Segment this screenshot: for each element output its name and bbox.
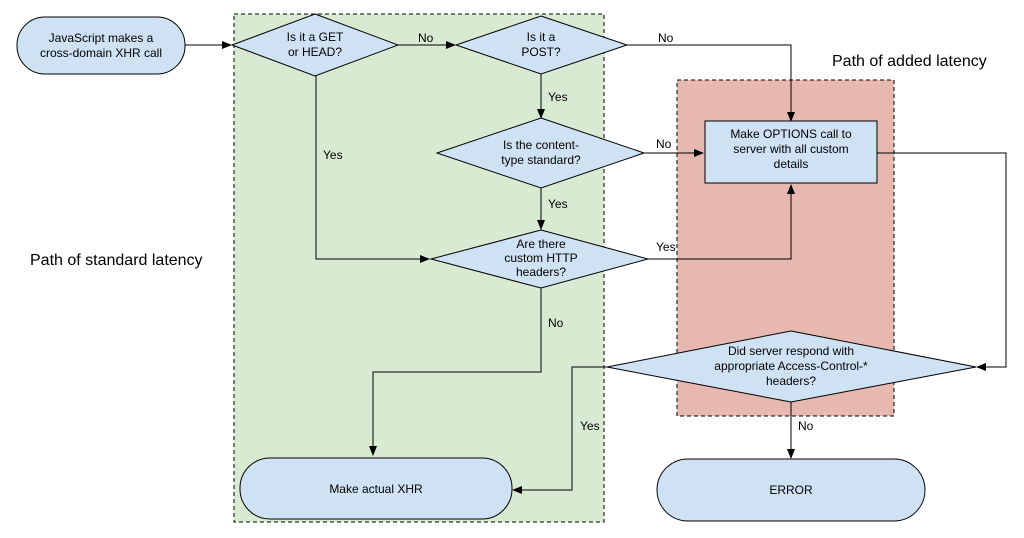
server-respond-decision: Did server respond with appropriate Acce… bbox=[606, 330, 977, 403]
post-yes-label: Yes bbox=[548, 90, 568, 104]
get-head-decision: Is it a GET or HEAD? bbox=[230, 13, 400, 77]
make-xhr-node-label: Make actual XHR bbox=[329, 482, 423, 496]
content-yes-label: Yes bbox=[548, 197, 568, 211]
content-type-decision-line-2: type standard? bbox=[501, 153, 581, 167]
options-call-node-line-2: server with all custom bbox=[733, 142, 848, 156]
edge-server-yes-to-xhr bbox=[512, 366, 607, 494]
headers-no-label: No bbox=[548, 316, 564, 330]
options-call-node-line-1: Make OPTIONS call to bbox=[730, 127, 852, 141]
custom-headers-decision: Are there custom HTTP headers? bbox=[429, 229, 650, 289]
post-decision-line-2: POST? bbox=[521, 45, 561, 59]
content-type-decision-line-1: Is the content- bbox=[503, 138, 579, 152]
standard-latency-label: Path of standard latency bbox=[30, 252, 203, 269]
start-node-line-1: JavaScript makes a bbox=[49, 31, 154, 45]
content-type-decision: Is the content- type standard? bbox=[435, 117, 646, 189]
server-respond-decision-line-3: headers? bbox=[766, 374, 816, 388]
custom-headers-decision-line-3: headers? bbox=[516, 265, 566, 279]
custom-headers-decision-line-1: Are there bbox=[516, 237, 566, 251]
content-no-label: No bbox=[656, 137, 672, 151]
options-call-node-line-3: details bbox=[774, 157, 809, 171]
options-call-node: Make OPTIONS call to server with all cus… bbox=[704, 120, 878, 184]
added-latency-label: Path of added latency bbox=[832, 53, 987, 70]
edge-get-yes-to-headers bbox=[315, 76, 430, 263]
get-head-decision-line-1: Is it a GET bbox=[287, 30, 344, 44]
custom-headers-decision-line-2: custom HTTP bbox=[504, 251, 577, 265]
get-no-label: No bbox=[418, 31, 434, 45]
get-yes-label: Yes bbox=[323, 148, 343, 162]
make-xhr-node: Make actual XHR bbox=[239, 457, 513, 520]
edge-options-to-server bbox=[877, 152, 1007, 371]
headers-yes-label: Yes bbox=[656, 240, 676, 254]
server-yes-label: Yes bbox=[580, 419, 600, 433]
edge-post-no-to-options bbox=[627, 44, 795, 122]
error-node-label: ERROR bbox=[769, 483, 813, 497]
get-head-decision-line-2: or HEAD? bbox=[288, 45, 342, 59]
edge-headers-yes-to-options bbox=[648, 184, 795, 260]
post-decision: Is it a POST? bbox=[454, 15, 629, 75]
post-decision-line-1: Is it a bbox=[527, 30, 556, 44]
error-node: ERROR bbox=[656, 458, 926, 522]
server-respond-decision-line-1: Did server respond with bbox=[728, 344, 854, 358]
start-node: JavaScript makes a cross-domain XHR call bbox=[16, 16, 186, 75]
server-respond-decision-line-2: appropriate Access-Control-* bbox=[714, 359, 868, 373]
post-no-label: No bbox=[658, 31, 674, 45]
server-no-label: No bbox=[798, 419, 814, 433]
start-node-line-2: cross-domain XHR call bbox=[40, 46, 162, 60]
edge-headers-no-to-xhr bbox=[369, 288, 542, 456]
